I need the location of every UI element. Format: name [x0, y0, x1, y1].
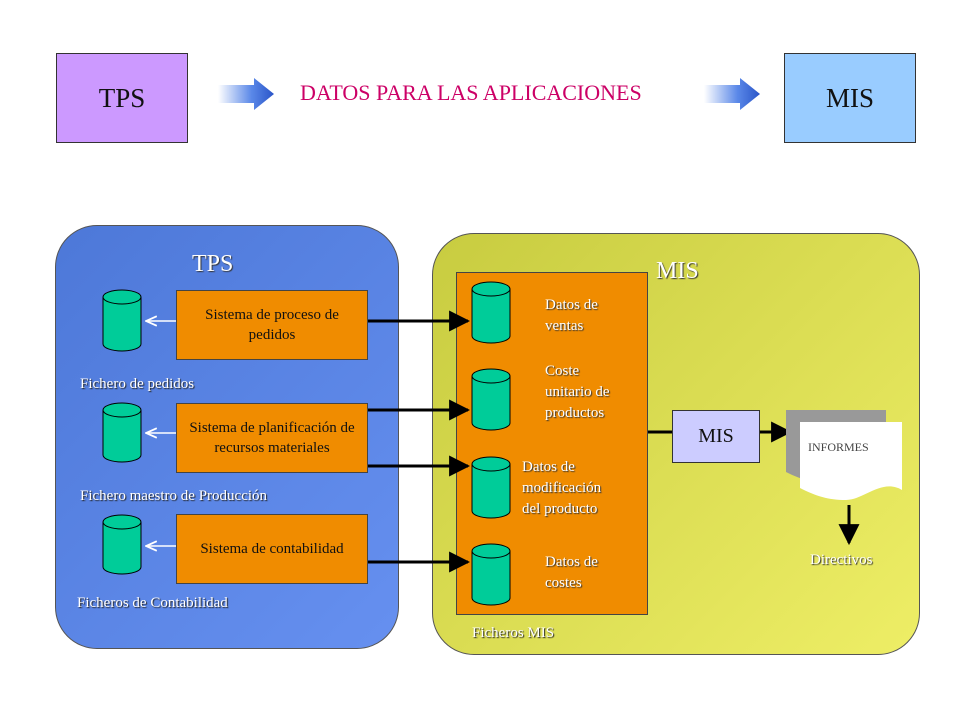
system-box-pedidos: Sistema de proceso de pedidos	[176, 290, 368, 360]
system-box-contabilidad: Sistema de contabilidad	[176, 514, 368, 584]
mis-process-label: MIS	[698, 425, 734, 447]
cylinder-icon	[471, 368, 511, 431]
cylinder-icon	[102, 289, 142, 352]
top-tps-label: TPS	[98, 82, 146, 113]
document-icon	[786, 410, 902, 500]
file-label-pedidos: Fichero de pedidos	[80, 376, 195, 392]
file-label-produccion: Fichero maestro de Producción	[80, 488, 268, 504]
file-label-contabilidad: Ficheros de Contabilidad	[77, 595, 228, 611]
cylinder-icon	[471, 281, 511, 344]
mis-data-coste: Coste unitario de productos	[545, 363, 610, 421]
cylinder-icon	[102, 402, 142, 463]
top-mis-label: MIS	[825, 82, 874, 113]
report-label: INFORMES	[808, 440, 869, 454]
top-tps-box: TPS	[56, 53, 188, 143]
cylinder-icon	[471, 456, 511, 519]
block-arrow-icon	[218, 78, 274, 110]
system-label: Sistema de proceso de pedidos	[205, 307, 339, 343]
cylinder-icon	[102, 514, 142, 575]
top-mis-box: MIS	[784, 53, 916, 143]
block-arrow-icon	[704, 78, 760, 110]
mis-data-ventas: Datos de ventas	[545, 297, 598, 334]
system-box-planificacion: Sistema de planificación de recursos mat…	[176, 403, 368, 473]
tps-panel-title: TPS	[192, 251, 234, 277]
mis-files-label: Ficheros MIS	[472, 625, 555, 641]
cylinder-icon	[471, 543, 511, 606]
system-label: Sistema de contabilidad	[200, 541, 344, 557]
mis-process-box: MIS	[672, 410, 760, 463]
top-caption: DATOS PARA LAS APLICACIONES	[300, 80, 642, 105]
mis-data-costes: Datos de costes	[545, 554, 598, 591]
system-label: Sistema de planificación de recursos mat…	[189, 420, 355, 456]
mis-data-modificacion: Datos de modificación del producto	[522, 459, 602, 517]
audience-label: Directivos	[810, 552, 873, 568]
mis-panel-title: MIS	[656, 258, 699, 284]
